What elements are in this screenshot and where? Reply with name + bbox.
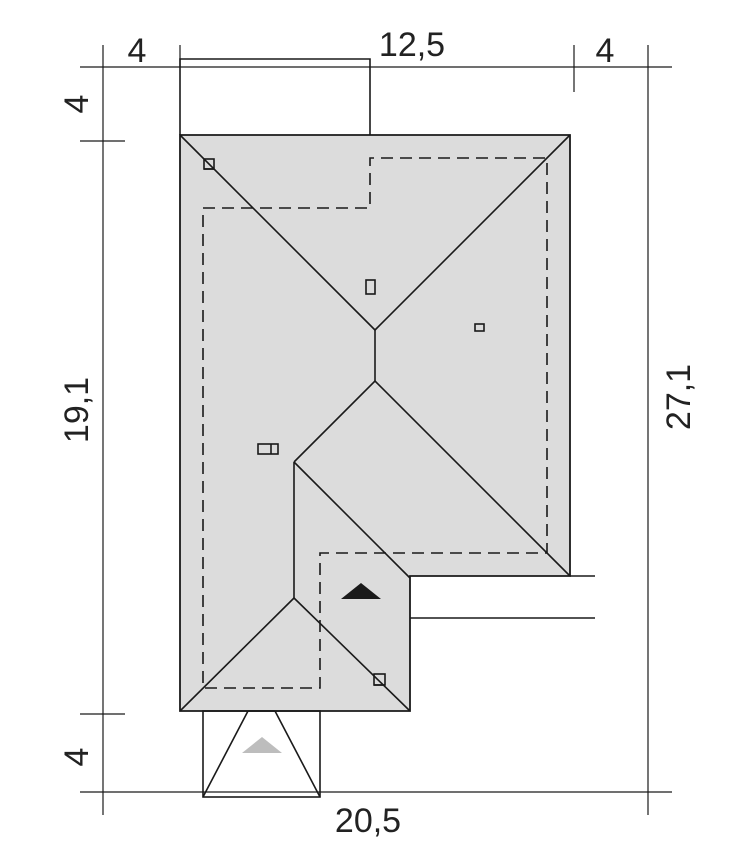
dimension-labels: 4 12,5 4 20,5 4 19,1 4 27,1: [58, 26, 698, 840]
roof-plan: [179, 134, 571, 712]
dim-top-left: 4: [128, 32, 147, 70]
plot-boundary-lines: [80, 45, 672, 815]
dim-top-middle: 12,5: [379, 26, 445, 64]
dim-left-bottom: 4: [58, 748, 96, 767]
dim-left-top: 4: [58, 95, 96, 114]
dim-right: 27,1: [660, 364, 698, 430]
roof-windows: [203, 158, 485, 686]
dim-left-middle: 19,1: [58, 377, 96, 443]
roof-area: [179, 134, 571, 712]
chimney-double-icon: [257, 443, 279, 455]
wall-outline-dashed: [202, 157, 548, 689]
top-extension-outline: [179, 58, 371, 135]
chimney-icon: [365, 279, 376, 295]
terrace: [202, 710, 321, 798]
entrance-arrow-icon: [341, 583, 381, 599]
roof-ridge-lines: [179, 134, 571, 712]
terrace-arrow-icon: [242, 737, 282, 753]
dim-bottom: 20,5: [335, 802, 401, 840]
dim-top-right: 4: [596, 32, 615, 70]
driveway-lines: [410, 575, 595, 619]
roof-vent-icon: [474, 323, 485, 332]
